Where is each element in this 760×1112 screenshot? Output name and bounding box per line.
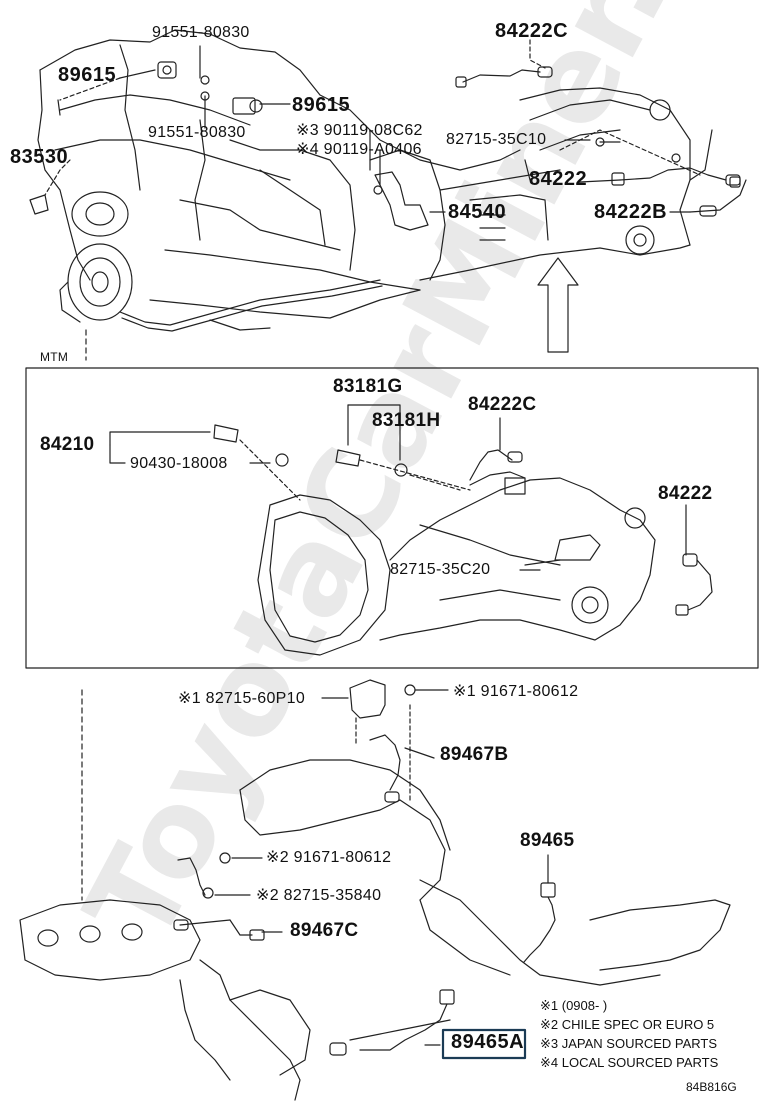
label-90119-a0406[interactable]: ※4 90119-A0406 [296,141,422,158]
engine-block-drawing [29,29,713,332]
leader-lines-exhaust [214,689,549,1046]
label-82715-60p10[interactable]: ※1 82715-60P10 [178,690,306,707]
label-83181g[interactable]: 83181G [333,376,403,397]
diagram-code: 84B816G [686,1080,737,1094]
highlight-box [441,1028,527,1060]
mtm-box [25,367,759,669]
label-83530[interactable]: 83530 [10,146,69,168]
label-89467c[interactable]: 89467C [290,920,359,941]
label-84222-mtm[interactable]: 84222 [658,483,713,504]
label-82715-35c10[interactable]: 82715-35C10 [446,131,547,148]
label-84222c-mtm[interactable]: 84222C [468,394,537,415]
direction-arrow [537,257,579,353]
label-91671-80612-mid[interactable]: ※2 91671-80612 [266,849,392,866]
label-84222-top[interactable]: 84222 [529,168,588,190]
label-91671-80612-top[interactable]: ※1 91671-80612 [453,683,579,700]
label-91551-80830-bottom[interactable]: 91551-80830 [148,124,246,141]
manual-transmission-drawing [257,471,656,656]
label-84210[interactable]: 84210 [40,434,95,455]
label-89615-left[interactable]: 89615 [58,64,117,86]
note-4: ※4 LOCAL SOURCED PARTS [540,1055,719,1070]
note-3: ※3 JAPAN SOURCED PARTS [540,1036,718,1051]
note-2: ※2 CHILE SPEC OR EURO 5 [540,1017,715,1032]
label-83181h[interactable]: 83181H [372,410,441,431]
label-89465[interactable]: 89465 [520,830,575,851]
top-oxygen-sensors [455,66,747,217]
label-90119-08c62[interactable]: ※3 90119-08C62 [296,122,423,139]
label-82715-35840[interactable]: ※2 82715-35840 [256,887,382,904]
label-84540[interactable]: 84540 [448,201,507,223]
label-82715-35c20[interactable]: 82715-35C20 [390,561,491,578]
label-84222b[interactable]: 84222B [594,201,668,223]
leader-lines-mtm [109,404,687,571]
exhaust-manifold-drawing [19,759,731,1101]
label-89467b[interactable]: 89467B [440,744,509,765]
mtm-sensor-parts [213,424,713,616]
label-91551-80830-top[interactable]: 91551-80830 [152,24,250,41]
label-89615-right[interactable]: 89615 [292,94,351,116]
label-84222c-top[interactable]: 84222C [495,20,569,42]
label-89465a[interactable]: 89465A [451,1031,525,1053]
leader-lines-top [44,39,701,361]
exhaust-sensor-parts [173,679,556,1056]
note-1: ※1 (0908- ) [540,998,608,1013]
label-mtm: MTM [40,350,69,364]
label-90430-18008[interactable]: 90430-18008 [130,455,228,472]
